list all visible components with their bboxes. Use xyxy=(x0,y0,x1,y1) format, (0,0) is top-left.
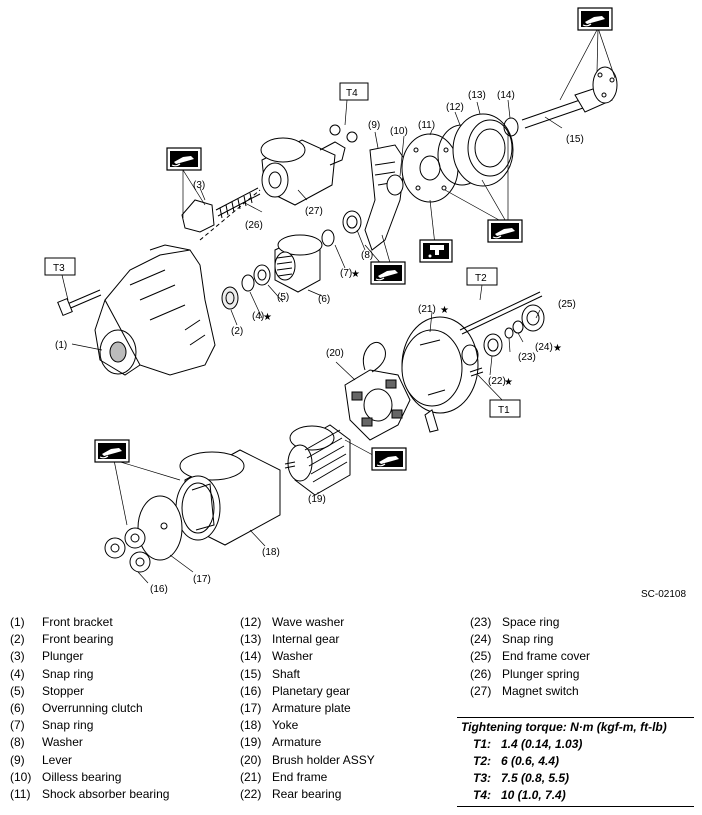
legend-item: (6)Overrunning clutch xyxy=(10,701,143,716)
legend-item: (2)Front bearing xyxy=(10,632,114,647)
torque-row: T3:7.5 (0.8, 5.5) xyxy=(473,771,570,785)
diagram-linework xyxy=(57,66,618,573)
legend-item: (18)Yoke xyxy=(240,718,299,733)
legend-item: (22)Rear bearing xyxy=(240,787,342,802)
star-7: ★ xyxy=(351,269,360,280)
legend-item: (13)Internal gear xyxy=(240,632,340,647)
t4-tag: T4 xyxy=(346,88,358,99)
t2-tag: T2 xyxy=(475,273,487,284)
callout-19: (19) xyxy=(308,494,326,505)
legend-column-1: (1)Front bracket (2)Front bearing (3)Plu… xyxy=(10,614,169,803)
legend-item: (12)Wave washer xyxy=(240,615,345,629)
callout-18: (18) xyxy=(262,547,280,558)
callout-4: (4) xyxy=(252,311,264,322)
legend-item: (10)Oilless bearing xyxy=(10,769,122,784)
t3-tag: T3 xyxy=(53,263,65,274)
torque-row: T4:10 (1.0, 7.4) xyxy=(473,788,566,802)
oil-icon xyxy=(419,239,453,263)
callout-24: (24) xyxy=(535,342,553,353)
legend-item: (15)Shaft xyxy=(240,666,301,681)
legend-item: (4)Snap ring xyxy=(10,666,94,681)
t4-tag-box xyxy=(339,82,369,101)
star-4: ★ xyxy=(263,312,272,323)
callout-10: (10) xyxy=(390,126,408,137)
callout-21: (21) xyxy=(418,304,436,315)
callout-labels: (1) (2) (3) (4) (5) (6) (7) (8) (9) (10)… xyxy=(55,90,584,595)
legend-item: (3)Plunger xyxy=(10,649,84,664)
callout-2: (2) xyxy=(231,326,243,337)
legend-item: (14)Washer xyxy=(240,649,313,664)
grease-icon xyxy=(577,7,613,31)
callout-9: (9) xyxy=(368,120,380,131)
legend-item: (21)End frame xyxy=(240,769,328,784)
star-24: ★ xyxy=(553,343,562,354)
callout-12: (12) xyxy=(446,102,464,113)
callout-1: (1) xyxy=(55,340,67,351)
callout-27: (27) xyxy=(305,206,323,217)
drawing-code: SC-02108 xyxy=(641,589,687,600)
callout-5: (5) xyxy=(277,292,289,303)
legend-item: (9)Lever xyxy=(10,752,73,767)
callout-16: (16) xyxy=(150,584,168,595)
callout-15: (15) xyxy=(566,134,584,145)
t1-tag: T1 xyxy=(498,405,510,416)
legend-item: (20)Brush holder ASSY xyxy=(240,752,375,767)
t1-tag-box xyxy=(489,399,521,418)
callout-17: (17) xyxy=(193,574,211,585)
star-22: ★ xyxy=(504,377,513,388)
legend-column-3: (23)Space ring (24)Snap ring (25)End fra… xyxy=(470,614,590,700)
legend-item: (11)Shock absorber bearing xyxy=(10,787,170,802)
callout-13: (13) xyxy=(468,90,486,101)
legend-item: (24)Snap ring xyxy=(470,632,554,647)
grease-icon xyxy=(370,261,406,285)
legend-column-2: (12)Wave washer (13)Internal gear (14)Wa… xyxy=(240,614,375,803)
legend-item: (16)Planetary gear xyxy=(240,683,351,698)
star-21: ★ xyxy=(440,305,449,316)
callout-6: (6) xyxy=(318,294,330,305)
legend-item: (7)Snap ring xyxy=(10,718,94,733)
torque-row: T1:1.4 (0.14, 1.03) xyxy=(473,737,583,751)
callout-8: (8) xyxy=(361,250,373,261)
exploded-starter-diagram: T4 T3 T2 T1 (1) (2) (3) (4) (5) (6) (7) … xyxy=(44,7,618,595)
callout-25: (25) xyxy=(558,299,576,310)
legend-item: (17)Armature plate xyxy=(240,701,351,716)
legend-item: (19)Armature xyxy=(240,735,322,750)
legend-item: (5)Stopper xyxy=(10,683,85,698)
t3-tag-box xyxy=(44,257,76,276)
t2-tag-box xyxy=(466,267,498,286)
grease-icon xyxy=(487,219,523,243)
legend-item: (8)Washer xyxy=(10,735,83,750)
legend-item: (25)End frame cover xyxy=(470,649,591,664)
callout-20: (20) xyxy=(326,348,344,359)
legend-item: (1)Front bracket xyxy=(10,615,113,629)
torque-row: T2:6 (0.6, 4.4) xyxy=(473,754,560,768)
callout-3: (3) xyxy=(193,180,205,191)
torque-bottom-rule xyxy=(457,804,694,807)
grease-icon xyxy=(166,147,202,171)
torque-table: Tightening torque: N·m (kgf-m, ft-lb) T1… xyxy=(457,717,694,807)
callout-7: (7) xyxy=(340,268,352,279)
legend-item: (23)Space ring xyxy=(470,615,560,629)
grease-icon xyxy=(371,447,407,471)
callout-22: (22) xyxy=(488,376,506,387)
legend-item: (27)Magnet switch xyxy=(470,683,579,698)
callout-11: (11) xyxy=(418,120,435,131)
callout-14: (14) xyxy=(497,90,515,101)
callout-26: (26) xyxy=(245,220,263,231)
torque-heading: Tightening torque: N·m (kgf-m, ft-lb) xyxy=(457,717,694,736)
grease-icon xyxy=(94,439,130,463)
callout-23: (23) xyxy=(518,352,536,363)
legend-item: (26)Plunger spring xyxy=(470,666,580,681)
